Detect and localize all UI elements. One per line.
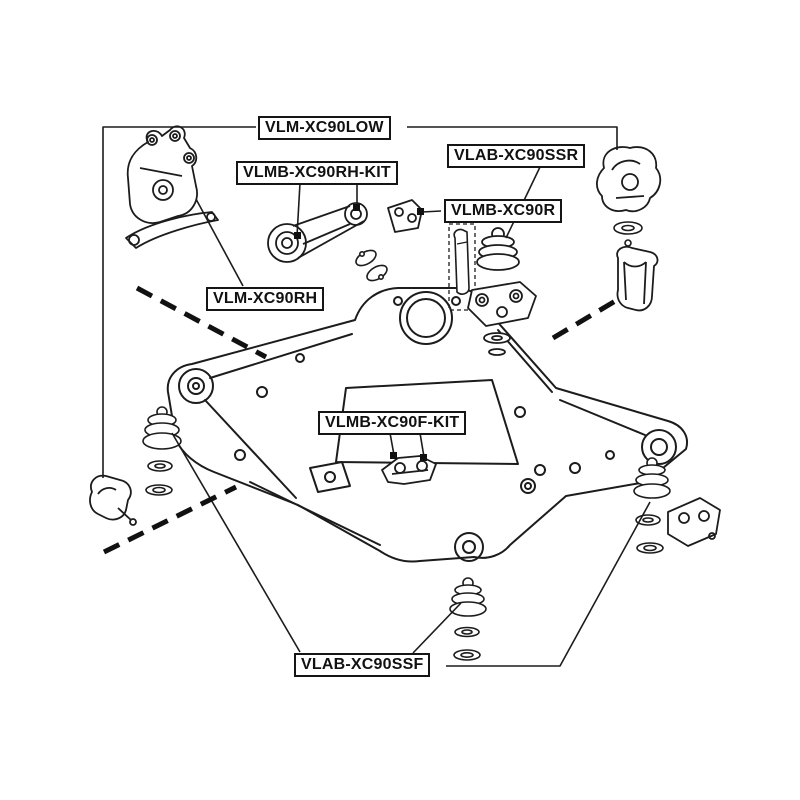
engine-mount-right xyxy=(596,146,662,213)
bushing-stack-right xyxy=(633,457,671,554)
part-label-vlmb-xc90rh-kit: VLMB-XC90RH-KIT xyxy=(236,161,398,186)
part-label-vlmb-xc90r: VLMB-XC90R xyxy=(444,199,563,224)
spacer-dashed-box xyxy=(448,223,476,311)
bracket-plate-right-bottom xyxy=(667,497,721,547)
washer-right xyxy=(613,221,643,247)
bushing-stack-left xyxy=(142,406,182,496)
part-label-vlab-xc90ssr: VLAB-XC90SSR xyxy=(447,144,586,169)
part-label-vlab-xc90ssf: VLAB-XC90SSF xyxy=(294,653,431,678)
leader-lines xyxy=(102,126,651,667)
part-label-vlmb-xc90f-kit: VLMB-XC90F-KIT xyxy=(318,411,467,436)
torque-rod xyxy=(267,202,368,263)
small-bracket-right xyxy=(387,199,423,233)
bushing-stack-bottom-center xyxy=(449,577,487,661)
mount-bottom-left xyxy=(89,474,137,526)
leader-square-markers xyxy=(294,204,427,461)
link-plates xyxy=(355,249,388,282)
support-arm-top-left xyxy=(125,211,219,249)
front-mount-bracket-center xyxy=(381,455,437,485)
bracket-cylinder-right xyxy=(616,245,659,312)
rear-mount-assembly xyxy=(467,227,537,356)
part-label-vlm-xc90low: VLM-XC90LOW xyxy=(258,116,391,141)
dashed-pointer-lines xyxy=(102,285,619,555)
mount-bracket-top-left xyxy=(126,125,198,224)
part-label-vlm-xc90rh: VLM-XC90RH xyxy=(206,287,325,312)
